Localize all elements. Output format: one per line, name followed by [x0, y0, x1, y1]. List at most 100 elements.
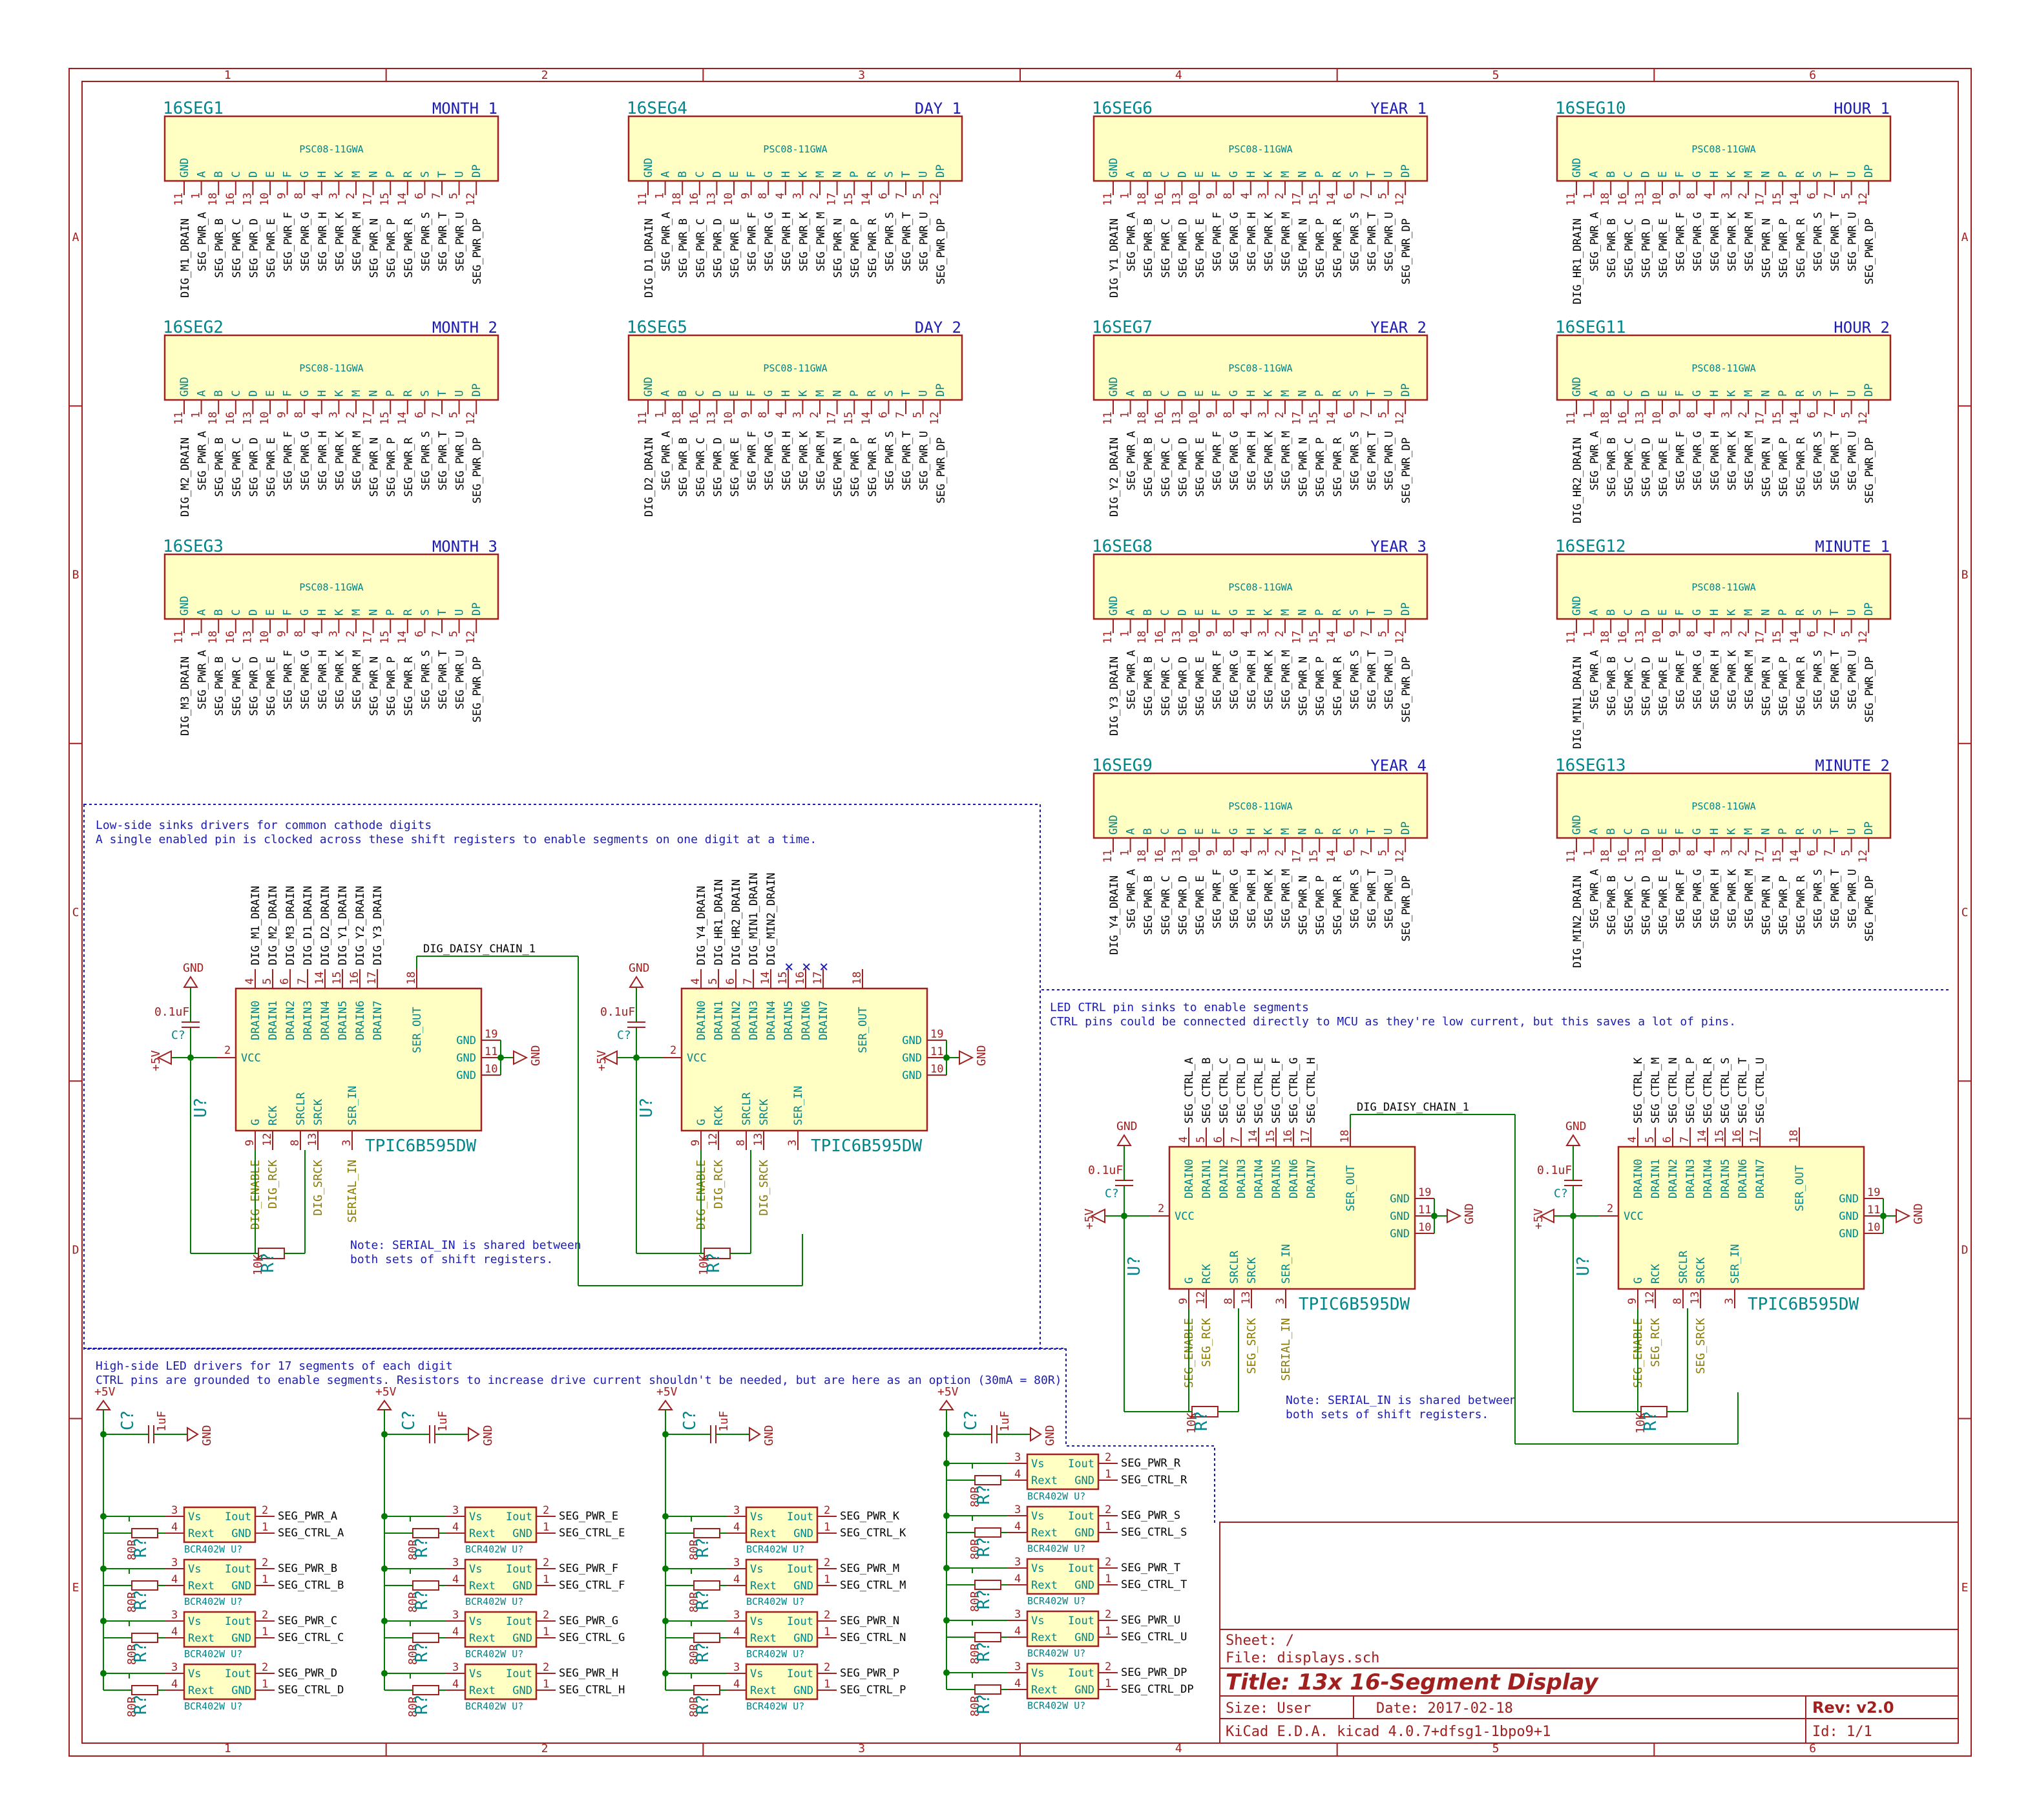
resistor	[131, 1580, 158, 1591]
sr-drain-num: 15	[777, 972, 789, 985]
resistor	[412, 1633, 439, 1643]
junction	[381, 1670, 388, 1677]
display-pin-name: H	[1708, 828, 1721, 835]
gnd-label: GND	[975, 1045, 988, 1066]
sr-drain-net: DIG_D1_DRAIN	[302, 886, 315, 965]
display-value: MINUTE_2	[1815, 757, 1890, 775]
display-pin-number: 14	[1325, 193, 1338, 205]
driver-pin-iout: Iout	[225, 1511, 251, 1523]
display-net: SEG_PWR_M	[1280, 650, 1293, 709]
resistor-value: 80R	[687, 1539, 701, 1560]
sr-gnd-num: 10	[485, 1063, 497, 1076]
display-pin-name: P	[384, 609, 397, 616]
sr-bottom-num: 3	[1274, 1298, 1287, 1304]
cap-value: 0.1uF	[1537, 1164, 1572, 1177]
sr-bottom-num: 3	[786, 1140, 799, 1146]
display-pin-name: A	[1588, 171, 1601, 178]
display-pin-number: 11	[173, 412, 185, 424]
driver-num: 4	[1014, 1677, 1021, 1690]
note-ctrl-1: LED CTRL pin sinks to enable segments	[1050, 1001, 1309, 1014]
resistor-value: 80R	[968, 1486, 982, 1507]
sr-bottom-num: 12	[1644, 1292, 1657, 1304]
display-body	[163, 115, 499, 182]
resistor	[693, 1633, 720, 1643]
display-net: SEG_PWR_A	[1125, 650, 1138, 709]
sr-drain-net: SEG_CTRL_R	[1702, 1057, 1715, 1124]
display-pin-name: K	[797, 390, 810, 397]
display-net: SEG_PWR_A	[1589, 650, 1602, 709]
display-pin-name: H	[1245, 390, 1258, 397]
display-net: SEG_PWR_C	[695, 218, 707, 278]
display-pin-number: 12	[928, 412, 941, 424]
display-net: SEG_PWR_R	[403, 218, 415, 278]
display-net: SEG_PWR_F	[1675, 650, 1688, 709]
resistor-value: 80R	[406, 1696, 420, 1717]
display-pin-number: 16	[1616, 412, 1629, 424]
display-pin-number: 17	[1754, 193, 1767, 205]
driver-num: 3	[733, 1504, 740, 1517]
display-net: SEG_PWR_C	[1623, 218, 1636, 278]
display-pin-name: S	[1348, 390, 1361, 397]
sr-drain-label: DRAIN3	[1235, 1159, 1248, 1198]
display-net: SEG_PWR_C	[695, 437, 707, 497]
display-pin-name: DP	[1863, 822, 1876, 835]
display-net: SEG_PWR_M	[815, 212, 828, 271]
sr-part: TPIC6B595DW	[1299, 1295, 1410, 1314]
sr-drain-net: SEG_CTRL_F	[1270, 1058, 1283, 1124]
sr-gnd-num: 19	[1418, 1186, 1431, 1199]
display-net: SEG_PWR_F	[1211, 431, 1224, 490]
driver-part: BCR402W U?	[746, 1648, 804, 1660]
display-pin-number: 15	[379, 193, 392, 205]
display-net: SEG_PWR_N	[368, 218, 381, 278]
display-pin-number: 10	[722, 412, 735, 424]
display-part: PSC08-11GWA	[1691, 581, 1755, 593]
driver-pin-vs: Vs	[188, 1615, 201, 1628]
resistor-value: 80R	[687, 1696, 701, 1717]
driver-pwr-net: SEG_PWR_G	[559, 1615, 618, 1627]
driver-part: BCR402W U?	[1027, 1700, 1085, 1711]
resistor-value: 80R	[406, 1591, 420, 1613]
driver-pin-iout: Iout	[225, 1668, 251, 1680]
driver-pin-gnd: GND	[1074, 1474, 1094, 1487]
gnd-label: GND	[481, 1425, 495, 1446]
display-net: SEG_PWR_A	[1589, 212, 1602, 271]
display-pin-number: 14	[1788, 631, 1801, 643]
display-pin-number: 12	[1857, 850, 1870, 863]
sr-drain-num: 4	[1177, 1136, 1190, 1143]
driver-num: 4	[452, 1678, 459, 1691]
display-pin-name: B	[1605, 171, 1618, 178]
display-pin-number: 6	[1805, 631, 1818, 637]
display-net: SEG_PWR_U	[454, 212, 467, 271]
display-pin-name: A	[1588, 609, 1601, 616]
display-pin-number: 7	[1359, 412, 1372, 418]
display-pin-name: M	[1742, 609, 1755, 616]
display-pin-number: 14	[1325, 631, 1338, 643]
driver-num: 1	[1105, 1625, 1111, 1638]
driver-body	[183, 1663, 256, 1700]
display-net: SEG_PWR_N	[1761, 218, 1773, 278]
display-net: DIG_Y4_DRAIN	[1108, 875, 1121, 955]
sr-drain-net: SEG_CTRL_E	[1253, 1058, 1266, 1124]
driver-pin-vs: Vs	[188, 1668, 201, 1680]
display-pin-number: 5	[1840, 850, 1853, 856]
display-net: SEG_PWR_A	[660, 431, 673, 490]
sr-drain-label: DRAIN5	[782, 1001, 795, 1040]
display-pin-number: 18	[207, 631, 220, 643]
driver-ctrl-net: SEG_CTRL_H	[559, 1684, 625, 1697]
display-pin-name: K	[333, 171, 346, 178]
driver-pin-rext: Rext	[188, 1580, 214, 1593]
display-ref: 16SEG6	[1092, 99, 1153, 118]
driver-num: 3	[171, 1556, 178, 1569]
zone-row-C: C	[72, 906, 79, 919]
display-pin-name: K	[1725, 609, 1738, 616]
display-pin-name: K	[333, 609, 346, 616]
display-net: SEG_PWR_P	[1314, 218, 1327, 278]
display-net: SEG_PWR_G	[1228, 650, 1241, 709]
resistor-value: 10K	[251, 1254, 265, 1275]
display-pin-name: P	[1777, 609, 1790, 616]
